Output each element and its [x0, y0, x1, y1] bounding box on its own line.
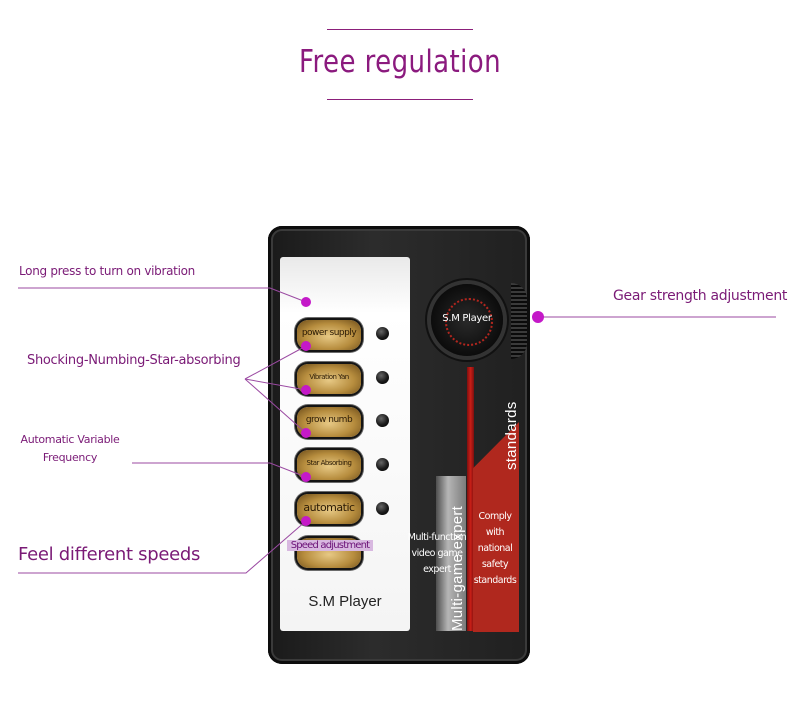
automatic-label: automatic [303, 501, 355, 514]
star-absorbing-led [376, 458, 389, 471]
power-supply-label: power supply [301, 328, 357, 338]
automatic-led [376, 502, 389, 515]
title-bottom-rule [327, 99, 473, 100]
grow-numb-label: grow numb [305, 415, 353, 425]
callout-long-press: Long press to turn on vibration [19, 264, 195, 278]
vibration-led [376, 371, 389, 384]
callout-shocking: Shocking-Numbing-Star-absorbing [27, 353, 241, 368]
callout-gear: Gear strength adjustment [613, 288, 788, 304]
callout-feel-speeds: Feel different speeds [18, 544, 201, 565]
grow-numb-led [376, 414, 389, 427]
star-absorbing-label: Star Absorbing [306, 459, 352, 467]
title-top-rule [327, 29, 473, 30]
speed-adjustment-label: Speed adjustment [287, 540, 373, 551]
power-led [376, 327, 389, 340]
power-supply-button[interactable]: power supply [297, 320, 361, 350]
sm-player-device: power supply Vibration Yan grow numb Sta… [268, 226, 530, 664]
strength-wheel[interactable] [511, 283, 527, 359]
gear-knob[interactable]: S.M Player [431, 284, 503, 356]
caption-safety-standards: Comply with national safety standards [473, 511, 517, 586]
caption-multi-function: Multi-function video game expert [407, 532, 467, 575]
knob-scale [445, 298, 493, 346]
brand-label: S.M Player [308, 593, 382, 610]
button-panel: power supply Vibration Yan grow numb Sta… [280, 257, 410, 631]
red-stripe [467, 367, 474, 631]
gray-strip [436, 476, 466, 631]
callout-auto-frequency: Automatic Variable Frequency [20, 433, 120, 464]
page-title: Free regulation [298, 44, 502, 80]
vibration-label: Vibration Yan [309, 373, 349, 381]
speed-adjustment-button[interactable]: Speed adjustment [287, 538, 373, 568]
knob-brand-label: S.M Player [442, 313, 492, 324]
